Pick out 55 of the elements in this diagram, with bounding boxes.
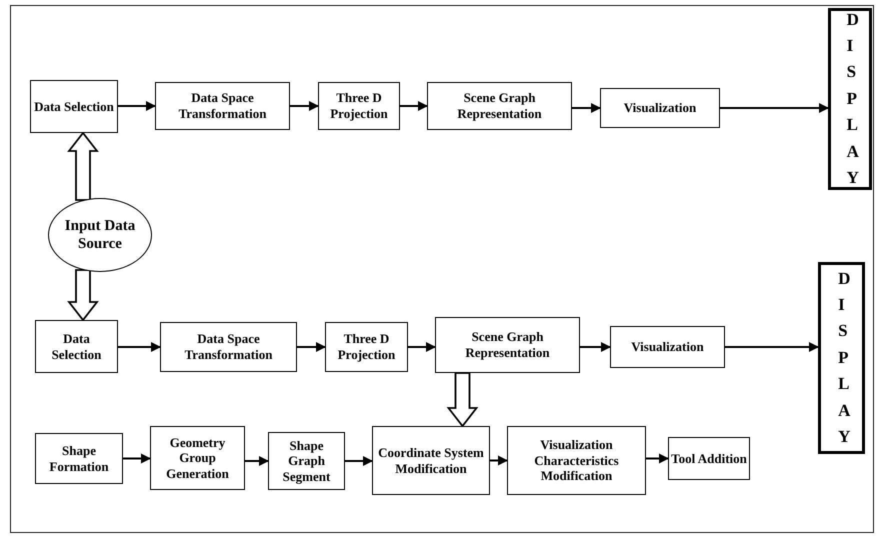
arrow: [580, 342, 611, 352]
process-box: [318, 82, 400, 130]
display-box: [828, 8, 872, 190]
node-label: Visualization: [630, 339, 705, 355]
process-box: [35, 320, 118, 373]
arrow: [123, 454, 151, 464]
arrow: [290, 101, 319, 111]
hollow-arrow: [67, 132, 99, 201]
process-box: [507, 426, 646, 495]
hollow-arrow: [446, 372, 478, 428]
process-box: [325, 322, 408, 372]
node-label: Coordinate System Modification: [377, 444, 485, 476]
node-label: Data Space Transformation: [184, 331, 274, 363]
node-label: Three D Projection: [329, 90, 389, 122]
node-label: Tool Addition: [670, 450, 748, 466]
node-label: Data Selection: [33, 98, 115, 114]
node-label: Data Selection: [50, 330, 102, 362]
arrow: [400, 101, 428, 111]
process-box: [610, 326, 725, 368]
node-label: Scene Graph Representation: [464, 329, 551, 361]
arrow: [725, 342, 819, 352]
process-box: [150, 426, 245, 490]
process-box: [30, 80, 118, 133]
node-label: Visualization Characteristics Modification: [533, 437, 620, 484]
process-box: [600, 88, 720, 128]
node-label: Visualization: [622, 100, 698, 116]
node-label: Shape Graph Segment: [282, 438, 332, 484]
arrow: [118, 342, 161, 352]
process-box: [268, 432, 345, 490]
process-box: [372, 426, 490, 495]
node-label: Scene Graph Representation: [456, 90, 543, 122]
node-label: Input Data Source: [64, 217, 136, 253]
hollow-arrow: [67, 269, 99, 322]
arrow: [408, 342, 436, 352]
display-box: [818, 262, 865, 454]
display-label: DISPLAY: [838, 268, 856, 448]
arrow: [490, 456, 508, 466]
display-label: DISPLAY: [846, 8, 864, 189]
node-label: Geometry Group Generation: [165, 434, 230, 482]
node-label: Data Space Transformation: [178, 90, 268, 122]
process-box: [160, 322, 297, 372]
process-box: [35, 433, 123, 484]
arrow: [118, 101, 156, 111]
arrow: [720, 103, 829, 113]
arrow: [646, 454, 669, 464]
process-box: [427, 82, 572, 130]
arrow: [345, 456, 373, 466]
node-label: Shape Formation: [48, 442, 110, 474]
arrow: [297, 342, 326, 352]
process-box: [668, 437, 750, 480]
node-label: Three D Projection: [336, 331, 396, 363]
process-box: [155, 82, 290, 130]
process-box: [435, 317, 580, 373]
arrow: [572, 103, 601, 113]
arrow: [245, 456, 269, 466]
